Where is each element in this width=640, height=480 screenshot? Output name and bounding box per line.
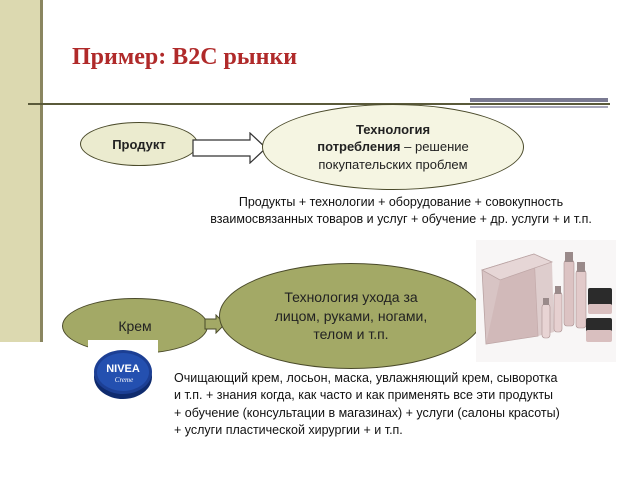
care-technology-ellipse: Технология ухода за лицом, руками, ногам… [219, 263, 483, 369]
slide-title: Пример: B2C рынки [72, 44, 298, 70]
cream-description-line: Очищающий крем, лосьон, маска, увлажняющ… [174, 371, 558, 385]
cream-description-line: и т.п. + знания когда, как часто и как п… [174, 388, 554, 403]
left-bar-edge [40, 0, 43, 342]
nivea-brand-text: NIVEA [106, 363, 140, 375]
nivea-tin-icon: NIVEA Creme [94, 350, 152, 399]
product-ellipse: Продукт [80, 122, 198, 166]
arrow-product-to-tech [192, 132, 267, 164]
title-divider [28, 103, 610, 105]
tech-line2-bold: потребления [317, 139, 401, 155]
tech-line1: Технология [355, 121, 431, 137]
divider-accent-thin [470, 106, 608, 108]
cosmetics-illustration [480, 252, 612, 345]
product-label: Продукт [112, 136, 166, 152]
consumption-technology-ellipse: Технология потребления – решение покупат… [262, 104, 524, 190]
cream-description: Очищающий крем, лосьон, маска, увлажняющ… [174, 370, 634, 439]
tech-line2-rest: – решение [400, 139, 469, 155]
care-label: Технология ухода за лицом, руками, ногам… [274, 288, 428, 343]
cream-description-line: + услуги пластической хирургии + и т.п. [174, 422, 403, 437]
cream-label: Крем [118, 318, 152, 334]
left-decorative-bar [0, 0, 42, 342]
cream-description-line: + обучение (консультации в магазинах) + … [174, 405, 560, 420]
cosmetics-products-image [476, 240, 616, 362]
nivea-cream-image: NIVEA Creme [88, 340, 158, 404]
products-description: Продукты + технологии + оборудование + с… [210, 195, 592, 227]
tech-line3: покупательских проблем [318, 156, 468, 172]
divider-accent [470, 98, 608, 102]
nivea-sub-text: Creme [115, 376, 133, 384]
